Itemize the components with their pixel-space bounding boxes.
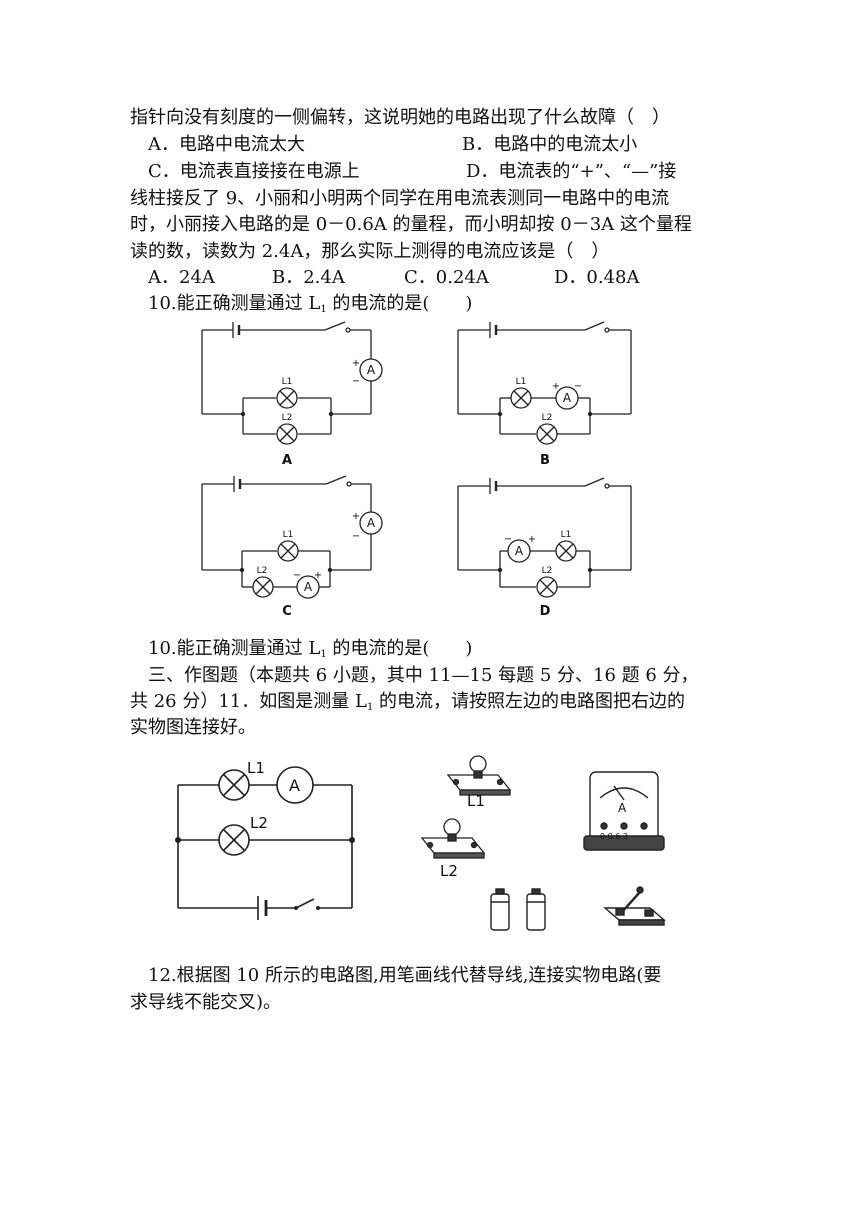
battery-icon bbox=[490, 888, 510, 931]
lamp-label: L1 bbox=[283, 530, 294, 540]
section3-heading: 三、作图题（本题共 6 小题，其中 11—15 每题 5 分、16 题 6 分， bbox=[148, 665, 699, 686]
circuit-a bbox=[201, 321, 383, 445]
knife-switch-icon bbox=[603, 886, 666, 926]
q8-option-d: D．电流表的“+”、“—”接 bbox=[466, 161, 677, 182]
meter-label: A bbox=[367, 363, 376, 377]
minus-mark: − bbox=[574, 381, 582, 392]
battery-icon bbox=[526, 888, 546, 931]
minus-mark: − bbox=[293, 570, 301, 581]
lamp-label: L2 bbox=[257, 566, 268, 576]
section3-q11-line2: 实物图连接好。 bbox=[130, 717, 256, 738]
lamp-label: L1 bbox=[282, 377, 293, 387]
meter-label: A bbox=[563, 391, 572, 405]
circuit-c bbox=[201, 475, 383, 599]
figure-label-b: B bbox=[540, 453, 550, 468]
q9-option-c: C．0.24A bbox=[404, 267, 489, 288]
lamp-label: L2 bbox=[542, 413, 553, 423]
q12-stem-line1: 12.根据图 10 所示的电路图,用笔画线代替导线,连接实物电路(要 bbox=[148, 965, 662, 986]
lamp-label: L2 bbox=[542, 566, 553, 576]
meter-label: A bbox=[367, 516, 376, 530]
plus-mark: + bbox=[314, 570, 322, 581]
meter-label: A bbox=[515, 544, 524, 558]
q9-stem-line3: 读的数，读数为 2.4A，那么实际上测得的电流应该是（ ） bbox=[130, 241, 610, 262]
figure-label-d: D bbox=[540, 604, 551, 619]
meter-label: A bbox=[304, 580, 313, 594]
ammeter-icon bbox=[583, 771, 665, 851]
component-l2-label: L2 bbox=[440, 862, 458, 880]
figure-label-c: C bbox=[282, 604, 292, 619]
schematic-meter-label: A bbox=[289, 776, 300, 795]
lamp-label: L2 bbox=[282, 413, 293, 423]
plus-mark: + bbox=[528, 534, 536, 545]
q10-stem-second: 10.能正确测量通过 L1 的电流的是( ) bbox=[148, 638, 473, 660]
ammeter-letter: A bbox=[618, 801, 627, 815]
lamp-label: L1 bbox=[561, 530, 572, 540]
minus-mark: − bbox=[352, 376, 360, 387]
minus-mark: − bbox=[352, 531, 360, 542]
ammeter-scale: 0 0.6 3 bbox=[600, 832, 628, 841]
q9-stem-line2: 时，小丽接入电路的是 0－0.6A 的量程，而小明却按 0－3A 这个量程 bbox=[130, 214, 692, 235]
schematic-l1-label: L1 bbox=[247, 759, 265, 777]
plus-mark: + bbox=[352, 511, 360, 522]
q8-stem-tail: 指针向没有刻度的一侧偏转，这说明她的电路出现了什么故障（ ） bbox=[130, 107, 670, 128]
figure-label-a: A bbox=[282, 453, 292, 468]
circuit-b bbox=[457, 321, 632, 445]
lamp-holder-l1-icon bbox=[446, 755, 512, 796]
q8-option-b: B．电路中的电流太小 bbox=[462, 134, 638, 155]
plus-mark: + bbox=[352, 358, 360, 369]
q9-option-a: A．24A bbox=[148, 267, 215, 288]
q12-stem-line2: 求导线不能交叉)。 bbox=[130, 992, 282, 1013]
q11-schematic bbox=[177, 766, 353, 920]
minus-mark: − bbox=[504, 534, 512, 545]
q9-option-b: B．2.4A bbox=[272, 267, 345, 288]
lamp-label: L1 bbox=[516, 377, 527, 387]
plus-mark: + bbox=[552, 381, 560, 392]
q9-option-d: D．0.48A bbox=[554, 267, 640, 288]
q8-option-a: A．电路中电流太大 bbox=[148, 134, 305, 155]
component-l1-label: L1 bbox=[467, 792, 485, 810]
q8-option-c: C．电流表直接接在电源上 bbox=[148, 161, 360, 182]
q10-stem-first: 10.能正确测量通过 L1 的电流的是( ) bbox=[148, 293, 473, 315]
q9-stem-line1: 线柱接反了 9、小丽和小明两个同学在用电流表测同一电路中的电流 bbox=[130, 188, 670, 209]
lamp-holder-l2-icon bbox=[420, 818, 486, 859]
schematic-l2-label: L2 bbox=[250, 814, 268, 832]
section3-q11-line: 共 26 分）11．如图是测量 L1 的电流，请按照左边的电路图把右边的 bbox=[130, 691, 686, 713]
